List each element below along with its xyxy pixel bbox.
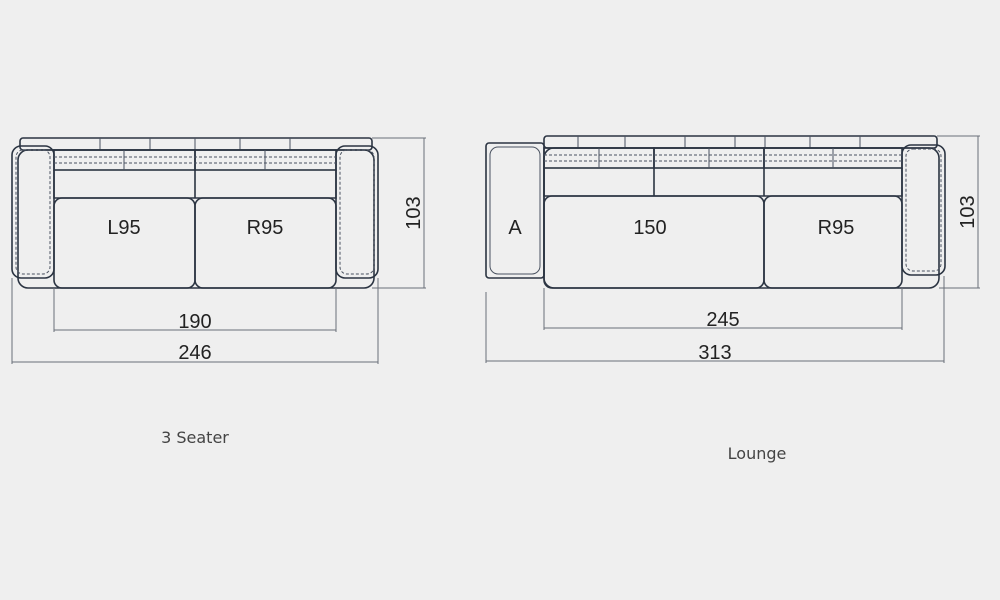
back-cushion-stitch: [54, 156, 336, 164]
depth-dimension-line: [372, 137, 426, 289]
seat-module-150: [543, 195, 765, 289]
overall-width-label: 246: [178, 342, 211, 364]
seat-width-label: 190: [178, 311, 211, 333]
module-label-l95: L95: [107, 217, 140, 239]
module-label-r95: R95: [818, 217, 855, 239]
lounge-plan: A 150 R95 103 245 313 Lounge: [485, 135, 980, 463]
module-a-cushion: [489, 146, 541, 275]
module-label-r95: R95: [247, 217, 284, 239]
seat-module-left: [53, 197, 196, 289]
lounge-seat-width-dimension-line: [543, 288, 903, 330]
lounge-seat-width-label: 245: [706, 309, 739, 331]
module-a-outer: [485, 142, 545, 279]
three-seater-plan: L95 R95 103 190 246 3 Seater: [11, 137, 426, 447]
seat-module-r95: [763, 195, 903, 289]
lounge-seat-tops: [543, 168, 903, 197]
seat-module-right: [194, 197, 337, 289]
depth-label: 103: [403, 196, 425, 229]
overall-width-dimension-line: [11, 278, 379, 364]
lounge-caption: Lounge: [728, 444, 787, 463]
three-seater-caption: 3 Seater: [161, 428, 229, 447]
module-label-a: A: [508, 217, 522, 239]
lounge-back-split: [598, 148, 834, 168]
right-arm: [335, 145, 379, 279]
lounge-back-stitch: [544, 154, 902, 162]
lounge-overall-width-dimension-line: [485, 276, 945, 363]
seat-cushion-tops: [53, 170, 337, 199]
lounge-depth-label: 103: [957, 195, 979, 228]
lounge-right-arm-stitch: [905, 148, 942, 272]
lounge-overall-width-label: 313: [698, 342, 731, 364]
back-cushion-dividers: [99, 138, 291, 150]
left-arm-stitch: [15, 149, 51, 275]
right-arm-stitch: [339, 149, 375, 275]
lounge-depth-dimension-line: [937, 135, 980, 289]
lounge-base: [543, 147, 940, 289]
back-cushion-strip: [19, 137, 373, 151]
lounge-back-dividers: [577, 136, 861, 148]
module-label-150: 150: [633, 217, 666, 239]
lounge-back-strip: [543, 135, 938, 149]
back-cushion-split: [123, 150, 266, 170]
seat-width-dimension-line: [53, 288, 337, 332]
